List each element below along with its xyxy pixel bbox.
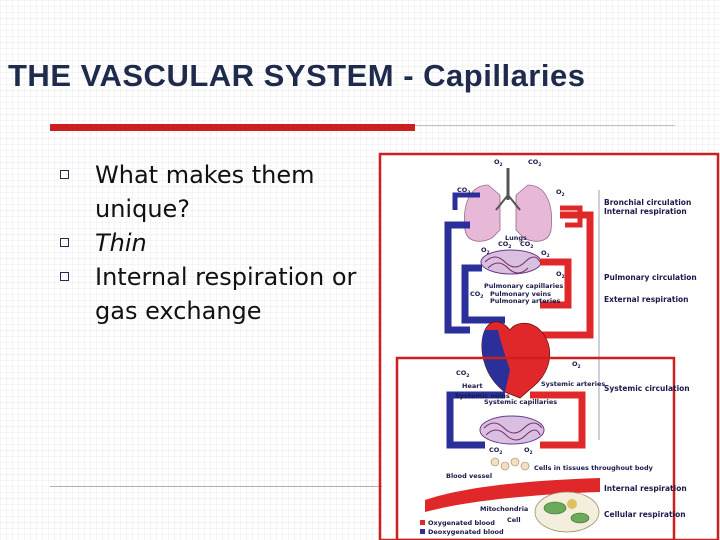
- systemic-artery-vessel: [530, 391, 586, 449]
- internal-respiration-top-label: Internal respiration: [604, 207, 687, 216]
- pulmonary-capillary-bed: [480, 249, 542, 275]
- cell-illustration: [534, 491, 600, 533]
- mitochondria-label: Mitochondria: [480, 505, 528, 513]
- blood-vessel-strip: [425, 478, 600, 512]
- pulmonary-veins-label: Pulmonary veins: [490, 290, 551, 298]
- heart-illustration: [481, 321, 551, 399]
- cell-label: Cell: [507, 516, 521, 524]
- title-divider-line: [415, 125, 675, 126]
- o2-label-lungs: O2: [481, 246, 490, 256]
- cells-in-tissues-label: Cells in tissues throughout body: [534, 464, 654, 472]
- systemic-capillary-bed: [479, 415, 545, 445]
- title-accent-bar: [50, 124, 415, 131]
- lungs-label: Lungs: [505, 234, 527, 242]
- lungs-illustration: [464, 168, 552, 242]
- blood-vessel-label: Blood vessel: [446, 472, 492, 480]
- square-bullet-icon: [60, 272, 69, 281]
- tissue-cells: [490, 457, 530, 471]
- bronchial-circulation-label: Bronchial circulation: [604, 198, 691, 207]
- heart-label: Heart: [462, 382, 483, 390]
- systemic-capillaries-label: Systemic capillaries: [484, 398, 557, 406]
- bullet-text: What makes them unique?: [95, 161, 315, 223]
- o2-label-pulm: O2: [556, 270, 565, 280]
- systemic-circulation-label: Systemic circulation: [604, 384, 690, 393]
- legend-deoxygenated-swatch: [420, 529, 425, 534]
- bullet-text: Thin: [95, 229, 147, 257]
- o2-label-tissue: O2: [524, 446, 533, 456]
- legend-oxygenated-label: Oxygenated blood: [428, 519, 495, 527]
- bullet-item: What makes them unique?: [58, 158, 378, 226]
- pulmonary-arteries-label: Pulmonary arteries: [490, 297, 561, 305]
- square-bullet-icon: [60, 238, 69, 247]
- systemic-arteries-label: Systemic arteries: [541, 380, 605, 388]
- o2-label-right: O2: [556, 188, 565, 198]
- vena-cava-vessel: [444, 221, 470, 334]
- slide-title: THE VASCULAR SYSTEM - Capillaries: [8, 58, 586, 93]
- pulmonary-vein-vessel: [540, 258, 572, 309]
- cellular-respiration-label: Cellular respiration: [604, 510, 686, 519]
- co2-label-left: CO2: [457, 186, 470, 196]
- systemic-veins-label: Systemic veins: [455, 392, 510, 400]
- bullet-list: What makes them unique? Thin Internal re…: [58, 158, 378, 328]
- bullet-text: Internal respiration or gas exchange: [95, 263, 357, 325]
- legend-deoxygenated-label: Deoxygenated blood: [428, 528, 504, 536]
- pulmonary-circulation-label: Pulmonary circulation: [604, 273, 697, 282]
- o2-label-lungs-2: O2: [541, 249, 550, 259]
- pulmonary-artery-vessel: [461, 264, 505, 324]
- highlight-box: [395, 356, 676, 540]
- aorta-vessel: [535, 211, 594, 339]
- square-bullet-icon: [60, 170, 69, 179]
- co2-label-pulm: CO2: [470, 290, 483, 300]
- legend-oxygenated-swatch: [420, 520, 425, 525]
- co2-label-heart: CO2: [456, 369, 469, 379]
- pulmonary-capillaries-label: Pulmonary capillaries: [484, 282, 563, 290]
- bullet-item: Thin: [58, 226, 378, 260]
- co2-label-lungs: CO2: [498, 240, 511, 250]
- bullet-item: Internal respiration or gas exchange: [58, 260, 378, 328]
- co2-label-top: CO2: [528, 158, 541, 168]
- external-respiration-label: External respiration: [604, 295, 689, 304]
- bronchial-vein: [452, 192, 480, 210]
- systemic-vein-vessel: [446, 391, 505, 449]
- diagram-frame: [378, 152, 720, 540]
- o2-label-top: O2: [494, 158, 503, 168]
- co2-label-lungs-2: CO2: [520, 240, 533, 250]
- co2-label-tissue: CO2: [489, 446, 502, 456]
- footer-divider-line: [50, 486, 670, 487]
- internal-respiration-label: Internal respiration: [604, 484, 687, 493]
- o2-label-heart: O2: [572, 360, 581, 370]
